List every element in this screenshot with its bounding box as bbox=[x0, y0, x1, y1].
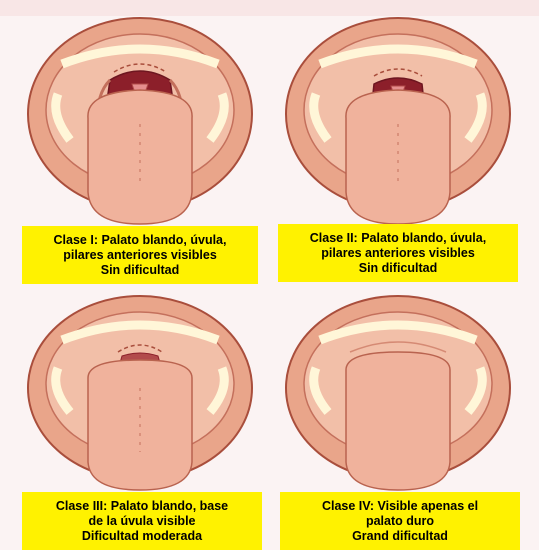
tongue bbox=[88, 90, 192, 224]
mallampati-class-3-illustration bbox=[22, 292, 258, 492]
mallampati-class-2-illustration bbox=[280, 14, 516, 226]
mouth-class-4 bbox=[280, 292, 516, 492]
mallampati-class-1-illustration bbox=[22, 14, 258, 226]
caption-class-3: Clase III: Palato blando, base de la úvu… bbox=[22, 492, 262, 550]
tongue bbox=[346, 352, 450, 490]
mouth-class-1 bbox=[22, 14, 258, 226]
caption-class-4: Clase IV: Visible apenas el palato duro … bbox=[280, 492, 520, 550]
caption-class-2: Clase II: Palato blando, úvula, pilares … bbox=[278, 224, 518, 282]
caption-class-1: Clase I: Palato blando, úvula, pilares a… bbox=[22, 226, 258, 284]
mouth-class-3 bbox=[22, 292, 258, 492]
mouth-class-2 bbox=[280, 14, 516, 226]
mallampati-class-4-illustration bbox=[280, 292, 516, 492]
tongue bbox=[346, 90, 450, 224]
